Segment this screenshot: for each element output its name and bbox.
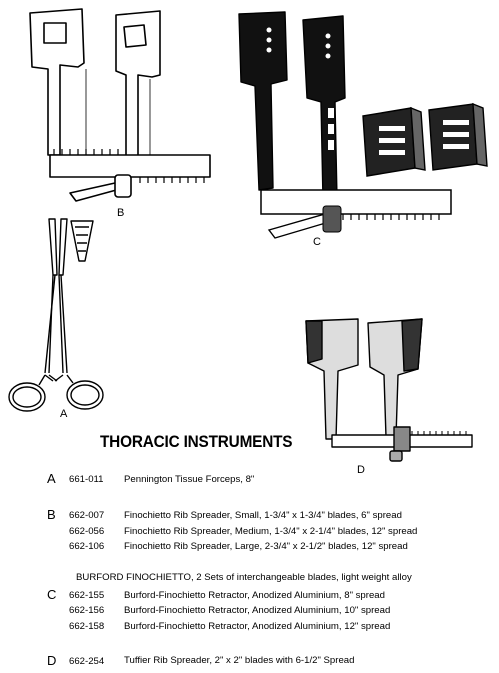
group-letter-a: A xyxy=(47,471,56,486)
item-code: 662-155 xyxy=(69,590,105,601)
group-letter-b: B xyxy=(47,507,56,522)
item-code: 662-007 xyxy=(69,510,105,521)
finochietto-rib-spreader-illustration xyxy=(29,8,211,202)
item-code: 662-156 xyxy=(69,605,105,616)
figure-label-d: D xyxy=(357,464,365,476)
item-code: 662-056 xyxy=(69,526,105,537)
figure-label-a: A xyxy=(60,408,68,420)
item-code: 661-011 xyxy=(69,474,104,485)
item-description: Finochietto Rib Spreader, Medium, 1-3/4"… xyxy=(124,526,418,537)
tuffier-rib-spreader-illustration xyxy=(305,318,473,462)
item-code: 662-106 xyxy=(69,541,105,552)
item-description: Burford-Finochietto Retractor, Anodized … xyxy=(124,605,391,616)
figure-label-c: C xyxy=(313,236,321,248)
item-code: 662-254 xyxy=(69,656,105,667)
burford-finochietto-retractor-illustration xyxy=(238,11,488,239)
figure-label-b: B xyxy=(117,207,125,219)
item-code: 662-158 xyxy=(69,621,105,632)
page-title: THORACIC INSTRUMENTS xyxy=(100,433,293,451)
item-description: Finochietto Rib Spreader, Large, 2-3/4" … xyxy=(124,541,408,552)
group-letter-d: D xyxy=(47,653,57,668)
item-description: Burford-Finochietto Retractor, Anodized … xyxy=(124,621,391,632)
section-heading: BURFORD FINOCHIETTO, 2 Sets of interchan… xyxy=(76,572,412,583)
item-description: Finochietto Rib Spreader, Small, 1-3/4" … xyxy=(124,510,402,521)
item-description: Pennington Tissue Forceps, 8" xyxy=(124,474,255,485)
group-letter-c: C xyxy=(47,587,57,602)
item-description: Burford-Finochietto Retractor, Anodized … xyxy=(124,590,385,601)
pennington-forceps-illustration xyxy=(8,218,104,412)
item-description: Tuffier Rib Spreader, 2" x 2" blades wit… xyxy=(124,655,355,666)
